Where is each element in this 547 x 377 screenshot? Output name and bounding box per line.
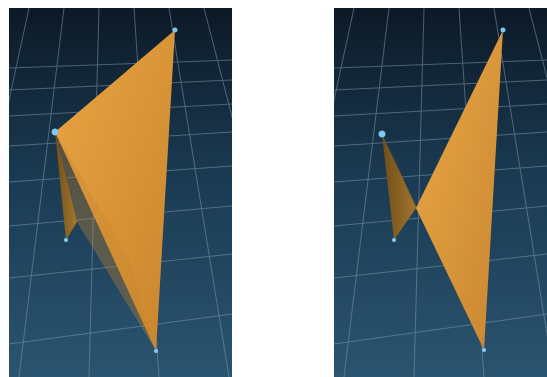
vertex-handle[interactable] <box>392 238 396 242</box>
vertex-handle[interactable] <box>154 349 158 353</box>
scene-left <box>9 8 232 377</box>
vertex-handle[interactable] <box>482 348 486 352</box>
viewport-left[interactable] <box>9 8 232 377</box>
surface-crease <box>55 132 156 351</box>
scene-right <box>334 8 547 377</box>
surface-back <box>55 132 77 240</box>
viewport-right[interactable] <box>334 8 547 377</box>
vertex-handle[interactable] <box>172 27 178 33</box>
surface-front <box>55 30 175 351</box>
vertex-handle[interactable] <box>51 128 59 136</box>
vertex-handle[interactable] <box>378 130 386 138</box>
vertex-handle[interactable] <box>500 27 506 33</box>
vertex-handle[interactable] <box>64 238 68 242</box>
surface-back <box>382 134 416 240</box>
surface-front <box>416 30 503 350</box>
grid <box>334 8 547 377</box>
